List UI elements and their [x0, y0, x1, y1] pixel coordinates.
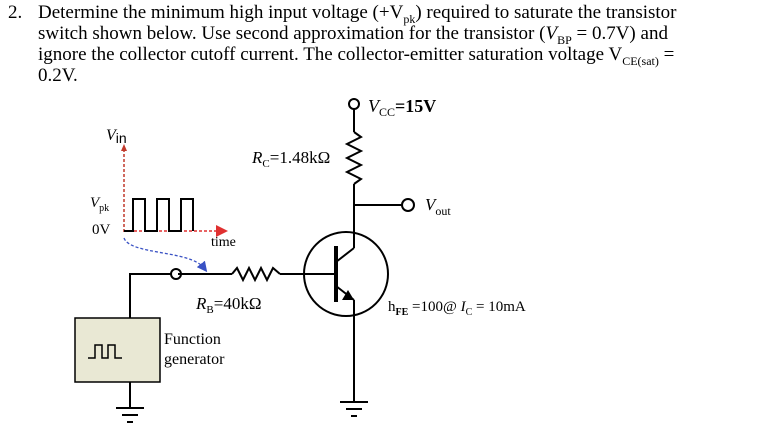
generator-label-line2: generator — [164, 351, 225, 368]
generator-label-line1: Function — [164, 331, 221, 348]
hfe-label: hFE =100@ IC = 10mA — [388, 299, 526, 318]
input-waveform — [124, 198, 194, 232]
ground-icon — [116, 407, 144, 423]
vin-arrow-icon — [121, 144, 127, 151]
emitter-arrow-icon — [342, 290, 354, 300]
transistor-collector — [335, 247, 355, 263]
rb-label: RB=40kΩ — [195, 294, 261, 316]
vout-terminal — [401, 198, 415, 212]
vcc-label: VCC=15V — [368, 96, 436, 119]
input-wire — [129, 273, 171, 320]
zero-volt-label: 0V — [92, 222, 111, 238]
question-line-2: switch shown below. Use second approxima… — [38, 23, 668, 47]
rb-resistor — [231, 265, 281, 283]
time-label: time — [211, 235, 236, 250]
waveform-pointer-arrow — [123, 237, 208, 273]
pulse-wave-icon — [88, 344, 122, 359]
vin-label: Vin — [106, 127, 127, 146]
vpk-label: Vpk — [90, 195, 109, 214]
function-generator-box — [74, 317, 161, 383]
rc-resistor — [344, 131, 364, 185]
question-number: 2. — [8, 2, 23, 23]
ground-icon — [340, 401, 368, 417]
question-line-4: 0.2V. — [38, 65, 78, 86]
rc-label: RC=1.48kΩ — [251, 148, 330, 170]
vcc-terminal — [348, 98, 360, 110]
question-line-1: Determine the minimum high input voltage… — [38, 2, 677, 26]
vout-label: Vout — [425, 195, 451, 218]
question-line-3: ignore the collector cutoff current. The… — [38, 44, 675, 68]
